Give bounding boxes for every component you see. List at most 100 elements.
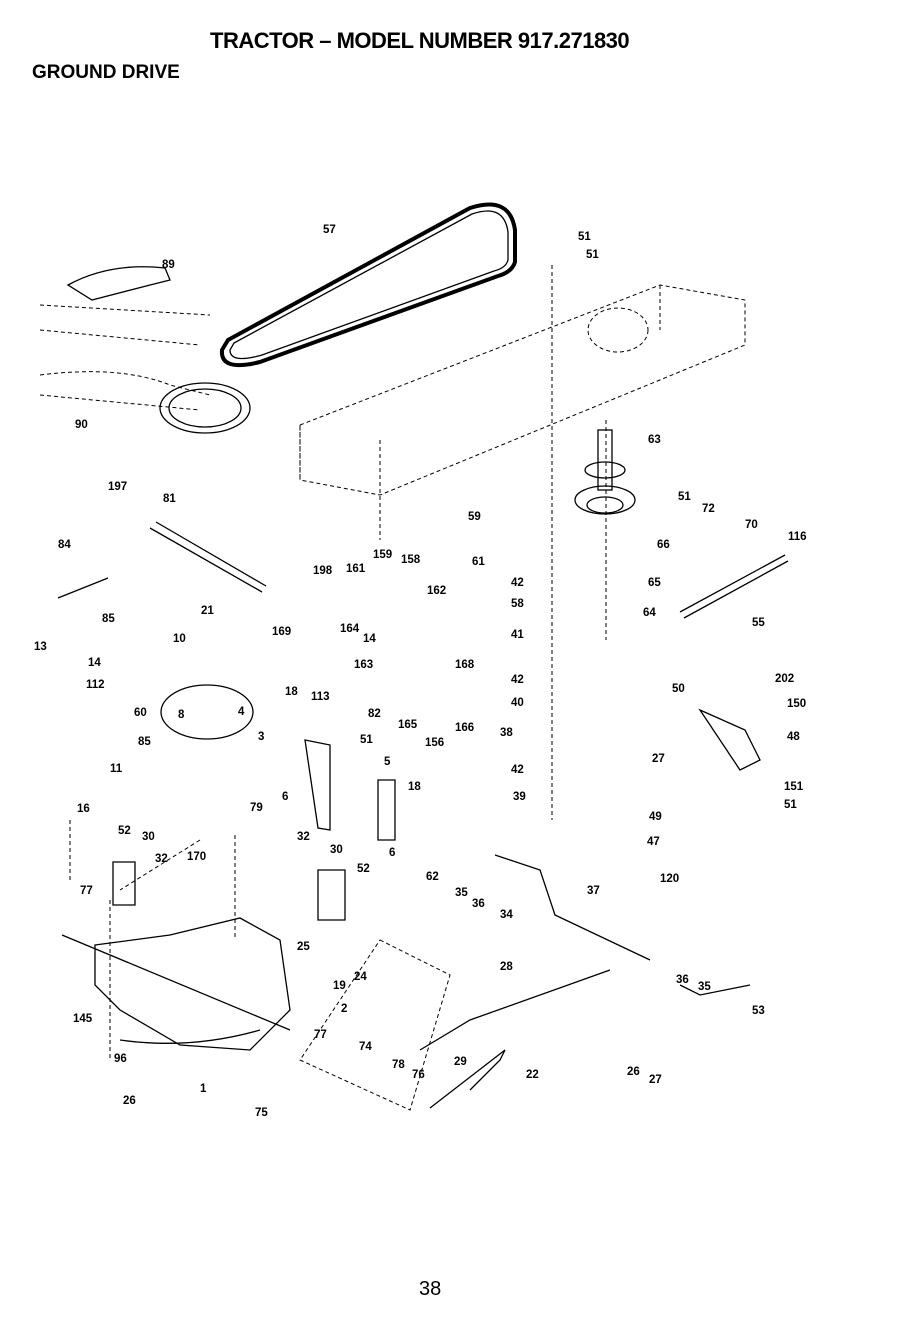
callout: 35	[455, 887, 468, 899]
callout: 18	[408, 781, 421, 793]
callout: 40	[511, 697, 524, 709]
callout: 63	[648, 434, 661, 446]
callout: 36	[472, 898, 485, 910]
pulley-shaft	[597, 429, 613, 491]
callout: 13	[34, 641, 47, 653]
callout: 32	[297, 831, 310, 843]
callout: 35	[698, 981, 711, 993]
callout: 24	[354, 971, 367, 983]
callout: 39	[513, 791, 526, 803]
callout: 70	[745, 519, 758, 531]
page-number: 38	[419, 1278, 442, 1300]
callout: 170	[187, 851, 206, 863]
callout: 161	[346, 563, 366, 575]
callout: 28	[500, 961, 513, 973]
brake-rod	[494, 854, 651, 961]
callout: 76	[412, 1069, 425, 1081]
callout: 48	[787, 731, 800, 743]
callout: 58	[511, 598, 524, 610]
callout: 59	[468, 511, 481, 523]
shift-rod	[149, 521, 267, 593]
callout: 151	[784, 781, 804, 793]
callout: 10	[173, 633, 186, 645]
callout: 96	[114, 1053, 127, 1065]
callout: 197	[108, 481, 127, 493]
callout: 52	[118, 825, 131, 837]
callout: 60	[134, 707, 147, 719]
callout: 52	[357, 863, 370, 875]
callout: 85	[138, 736, 151, 748]
callout: 47	[647, 836, 660, 848]
callout: 145	[73, 1013, 93, 1025]
callout: 162	[427, 585, 446, 597]
callout: 90	[75, 419, 88, 431]
callout: 51	[586, 249, 599, 261]
callout: 150	[787, 698, 806, 710]
callout: 120	[660, 873, 679, 885]
callout: 77	[314, 1029, 327, 1041]
callout: 82	[368, 708, 381, 720]
transaxle	[94, 917, 291, 1051]
callout: 74	[359, 1041, 372, 1053]
callout: 81	[163, 493, 176, 505]
callout: 30	[142, 831, 155, 843]
callout: 41	[511, 629, 524, 641]
callout: 55	[752, 617, 765, 629]
pulley	[584, 461, 626, 479]
callout: 42	[511, 764, 524, 776]
callout: 163	[354, 659, 373, 671]
callout: 29	[454, 1056, 467, 1068]
callout: 18	[285, 686, 298, 698]
callout: 112	[86, 679, 105, 691]
callout: 159	[373, 549, 392, 561]
callout: 50	[672, 683, 685, 695]
callout: 36	[676, 974, 689, 986]
callout: 16	[77, 803, 90, 815]
callout: 89	[162, 259, 175, 271]
callout: 27	[652, 753, 665, 765]
callout: 1	[200, 1083, 207, 1095]
callout: 6	[282, 791, 288, 803]
callout: 113	[311, 691, 330, 703]
callout: 3	[258, 731, 264, 743]
callout: 85	[102, 613, 115, 625]
spring	[679, 554, 789, 619]
callout: 14	[363, 633, 376, 645]
callout: 64	[643, 607, 656, 619]
rod	[57, 577, 109, 599]
callout: 62	[426, 871, 439, 883]
callout: 61	[472, 556, 485, 568]
callout: 77	[80, 885, 93, 897]
callout: 198	[313, 565, 333, 577]
callout: 6	[389, 847, 395, 859]
callout: 75	[255, 1107, 268, 1119]
callout: 78	[392, 1059, 405, 1071]
callout: 5	[384, 756, 391, 768]
callout: 53	[752, 1005, 765, 1017]
callout: 4	[238, 706, 245, 718]
callout: 42	[511, 674, 524, 686]
callout: 2	[341, 1003, 347, 1015]
callout: 26	[123, 1095, 136, 1107]
callout: 166	[455, 722, 474, 734]
callout: 202	[775, 673, 794, 685]
callout: 30	[330, 844, 343, 856]
callout: 72	[702, 503, 715, 515]
callout: 42	[511, 577, 524, 589]
callout: 27	[649, 1074, 662, 1086]
callout: 65	[648, 577, 661, 589]
callout: 164	[340, 623, 360, 635]
callout: 25	[297, 941, 310, 953]
callout: 26	[627, 1066, 640, 1078]
callout: 11	[110, 763, 123, 775]
callout: 51	[678, 491, 691, 503]
callout: 168	[455, 659, 475, 671]
page-title: TRACTOR – MODEL NUMBER 917.271830	[210, 28, 630, 53]
callout: 57	[323, 224, 336, 236]
callout: 66	[657, 539, 670, 551]
callout: 169	[272, 626, 291, 638]
drive-belt	[219, 202, 517, 367]
callout: 51	[360, 734, 373, 746]
callout: 51	[578, 231, 591, 243]
fender-part	[66, 266, 171, 301]
